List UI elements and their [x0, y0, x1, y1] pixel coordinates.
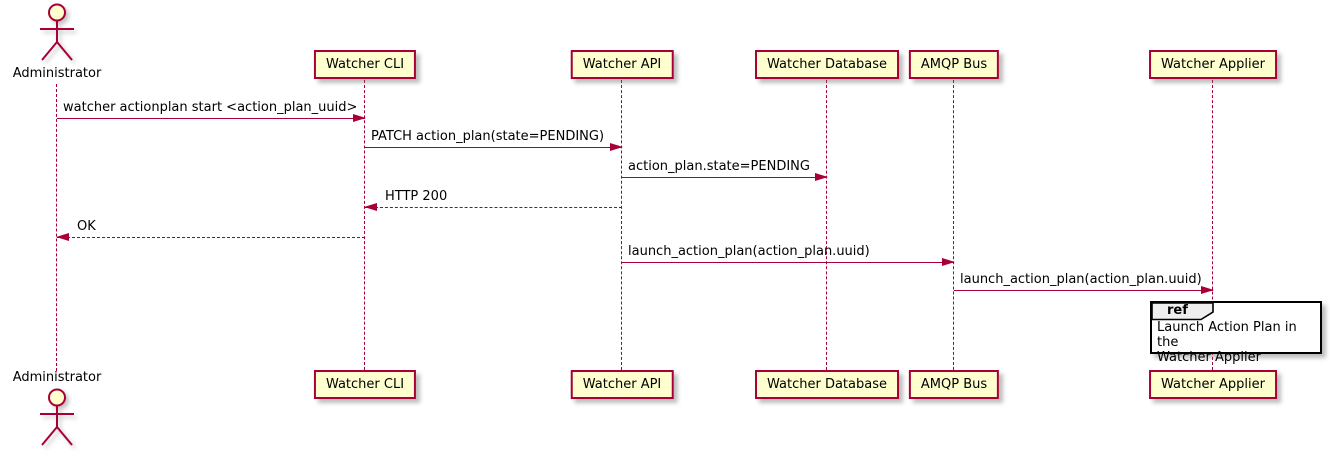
actor-label-top: Administrator	[12, 66, 102, 81]
participant-watcher-applier-bottom: Watcher Applier	[1149, 370, 1277, 399]
arrowhead-icon	[56, 233, 69, 241]
message-arrow-line	[56, 233, 365, 241]
participant-amqp-bus-bottom: AMQP Bus	[908, 370, 1000, 399]
message-launch-action-plan-applier: launch_action_plan(action_plan.uuid)	[954, 272, 1214, 294]
message-arrow-line	[622, 173, 828, 181]
ref-fragment: ref Launch Action Plan in the Watcher Ap…	[1150, 301, 1322, 365]
message-state-pending: action_plan.state=PENDING	[622, 159, 828, 181]
participant-watcher-api-top: Watcher API	[570, 50, 674, 79]
message-label: launch_action_plan(action_plan.uuid)	[628, 244, 870, 259]
arrowhead-icon	[942, 258, 955, 266]
participant-watcher-api-bottom: Watcher API	[570, 370, 674, 399]
arrowhead-icon	[815, 173, 828, 181]
ref-tab-shape-icon	[1151, 302, 1214, 321]
ref-body-text: Launch Action Plan in the Watcher Applie…	[1157, 320, 1297, 365]
message-arrow-line	[364, 203, 622, 211]
actor-label-bottom: Administrator	[12, 370, 102, 385]
lifeline-watcher-database	[826, 80, 827, 370]
participant-watcher-cli-top: Watcher CLI	[313, 50, 417, 79]
message-ok: OK	[56, 219, 365, 241]
actor-icon	[40, 3, 74, 61]
arrowhead-icon	[610, 143, 623, 151]
message-start-actionplan: watcher actionplan start <action_plan_uu…	[57, 100, 366, 122]
lifeline-watcher-applier	[1212, 80, 1213, 370]
participant-amqp-bus-top: AMQP Bus	[908, 50, 1000, 79]
lifeline-watcher-api	[621, 80, 622, 370]
participant-watcher-database-top: Watcher Database	[755, 50, 899, 79]
lifeline-administrator	[56, 84, 57, 371]
ref-keyword: ref	[1167, 303, 1188, 318]
message-arrow-line	[622, 258, 955, 266]
actor-icon-bottom	[40, 388, 74, 446]
message-arrow-line	[57, 114, 366, 122]
message-arrow-line	[954, 286, 1214, 294]
lifeline-amqp-bus	[953, 80, 954, 370]
lifeline-watcher-cli	[364, 80, 365, 370]
message-label: watcher actionplan start <action_plan_uu…	[63, 100, 358, 115]
arrowhead-icon	[1201, 286, 1214, 294]
participant-watcher-database-bottom: Watcher Database	[755, 370, 899, 399]
participant-watcher-cli-bottom: Watcher CLI	[313, 370, 417, 399]
message-label: OK	[77, 219, 96, 234]
message-arrow-line	[365, 143, 623, 151]
message-patch-action-plan: PATCH action_plan(state=PENDING)	[365, 129, 623, 151]
participant-watcher-applier-top: Watcher Applier	[1149, 50, 1277, 79]
message-label: action_plan.state=PENDING	[628, 159, 810, 174]
arrowhead-icon	[364, 203, 377, 211]
message-label: PATCH action_plan(state=PENDING)	[371, 129, 605, 144]
arrowhead-icon	[353, 114, 366, 122]
message-launch-action-plan-bus: launch_action_plan(action_plan.uuid)	[622, 244, 955, 266]
message-label: HTTP 200	[385, 189, 448, 204]
message-http-200: HTTP 200	[364, 189, 622, 211]
message-label: launch_action_plan(action_plan.uuid)	[960, 272, 1202, 287]
